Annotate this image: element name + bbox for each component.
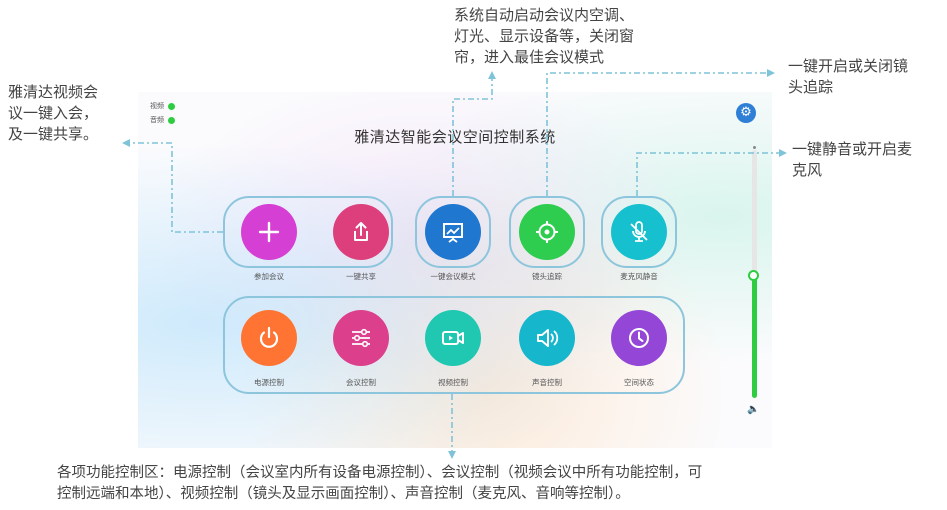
video-status-dot (168, 102, 175, 110)
audio-status: 音频 (150, 115, 175, 125)
camera-tracking-button[interactable] (519, 204, 575, 260)
meeting-control-button[interactable] (333, 310, 389, 366)
speaker-icon (537, 329, 559, 347)
mic-leader (636, 152, 780, 196)
one-click-share-button[interactable] (333, 204, 389, 260)
join-meeting-label: 参加会议 (254, 272, 284, 281)
annotation-join-share: 雅清达视频会 议一键入会， 及一键共享。 (8, 82, 98, 145)
mic-off-icon (630, 221, 648, 242)
tracking-group (509, 196, 585, 268)
annotation-mic-line: 克风 (792, 161, 823, 179)
meeting-mode-label: 一键会议模式 (430, 272, 476, 281)
volume-slider-handle[interactable] (748, 270, 759, 282)
space-status-label: 空间状态 (624, 378, 654, 387)
mic-mute-label: 麦克风静音 (620, 272, 658, 281)
meeting-mode-group (415, 196, 491, 268)
video-control-label: 视频控制 (438, 378, 468, 387)
meeting-control-label: 会议控制 (346, 378, 376, 387)
annotation-function-area-line: 控制远端和本地）、视频控制（镜头及显示画面控制）、声音控制（麦克风、音响等控制）… (57, 486, 630, 502)
gear-icon: ⚙ (740, 105, 752, 120)
meeting-mode-button[interactable] (425, 204, 481, 260)
sliders-icon (352, 328, 370, 348)
sound-control-button[interactable] (519, 310, 575, 366)
function-arrow (448, 451, 456, 459)
video-status: 视频 (150, 101, 175, 111)
annotation-meeting-mode-line: 系统自动启动会议内空调、 (454, 6, 635, 24)
settings-button[interactable]: ⚙ (736, 103, 756, 123)
join-share-arrow (122, 139, 130, 147)
page-title: 雅清达智能会议空间控制系统 (354, 128, 556, 146)
volume-icon: 🔈 (747, 404, 760, 415)
power-icon (259, 326, 279, 348)
target-icon (536, 221, 558, 243)
meeting-mode-arrow (488, 71, 496, 79)
annotation-tracking-line: 头追踪 (788, 78, 834, 96)
mic-mute-button[interactable] (611, 204, 667, 260)
annotation-join-share-line: 及一键共享。 (8, 125, 99, 143)
mic-group (601, 196, 677, 268)
video-control-button[interactable] (425, 310, 481, 366)
annotation-meeting-mode-line: 帘，进入最佳会议模式 (454, 48, 605, 66)
power-control-button[interactable] (241, 310, 297, 366)
annotation-tracking-line: 一键开启或关闭镜 (788, 57, 909, 75)
camera-tracking-label: 镜头追踪 (532, 272, 562, 281)
join-meeting-button[interactable] (241, 204, 297, 260)
annotation-tracking: 一键开启或关闭镜 头追踪 (788, 56, 908, 98)
tracking-arrow (767, 69, 775, 77)
share-icon (354, 222, 368, 241)
annotation-mic-line: 一键静音或开启麦 (792, 140, 913, 158)
volume-slider-fill (752, 276, 757, 398)
annotation-join-share-line: 雅清达视频会 (8, 83, 99, 101)
annotation-meeting-mode: 系统自动启动会议内空调、 灯光、显示设备等，关闭窗 帘，进入最佳会议模式 (454, 5, 634, 68)
tracking-leader (546, 72, 768, 196)
annotation-meeting-mode-line: 灯光、显示设备等，关闭窗 (454, 27, 635, 45)
video-icon (442, 331, 464, 345)
mic-arrow (779, 149, 787, 157)
clock-icon (629, 328, 649, 348)
one-click-share-label: 一键共享 (346, 272, 376, 281)
volume-slider-cap (753, 146, 756, 149)
video-status-label: 视频 (150, 102, 164, 110)
annotation-function-area-line: 各项功能控制区：电源控制（会议室内所有设备电源控制）、会议控制（视频会议中所有功… (57, 465, 703, 481)
space-status-button[interactable] (611, 310, 667, 366)
join-share-leader (128, 142, 223, 233)
annotation-mic: 一键静音或开启麦 克风 (792, 139, 912, 181)
power-control-label: 电源控制 (254, 378, 284, 387)
meeting-mode-leader (452, 78, 493, 196)
annotation-join-share-line: 议一键入会， (8, 104, 99, 122)
plus-icon (258, 221, 280, 243)
audio-status-dot (168, 116, 175, 124)
annotation-function-area: 各项功能控制区：电源控制（会议室内所有设备电源控制）、会议控制（视频会议中所有功… (57, 463, 702, 505)
function-control-group (223, 296, 685, 394)
audio-status-label: 音频 (150, 116, 164, 124)
presentation-icon (443, 223, 463, 243)
sound-control-label: 声音控制 (532, 378, 562, 387)
join-share-group (223, 196, 393, 268)
